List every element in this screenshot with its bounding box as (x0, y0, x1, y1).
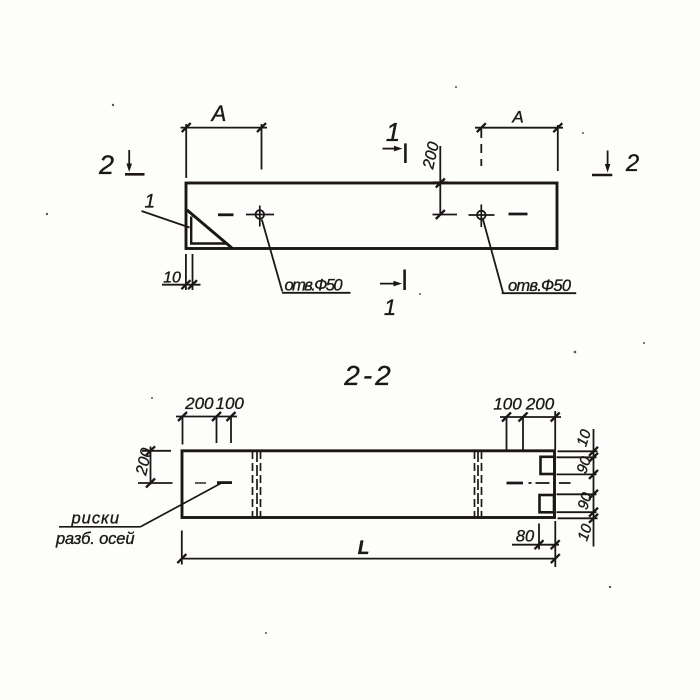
svg-text:10: 10 (163, 270, 181, 287)
svg-text:2: 2 (98, 150, 114, 180)
svg-text:2-2: 2-2 (343, 360, 393, 391)
svg-text:200: 200 (184, 394, 214, 413)
svg-text:10: 10 (575, 521, 597, 543)
svg-text:90: 90 (574, 454, 596, 476)
svg-text:отв.Ф50: отв.Ф50 (285, 277, 344, 295)
svg-text:1: 1 (145, 192, 156, 213)
svg-text:разб. осей: разб. осей (55, 530, 135, 548)
svg-text:80: 80 (516, 528, 535, 546)
svg-text:2: 2 (625, 150, 639, 177)
svg-text:риски: риски (71, 510, 120, 528)
svg-text:200: 200 (133, 447, 156, 478)
svg-text:90: 90 (575, 490, 597, 512)
svg-text:200: 200 (420, 140, 443, 171)
svg-text:100: 100 (493, 395, 522, 414)
svg-text:10: 10 (574, 427, 596, 449)
svg-text:1: 1 (384, 295, 396, 320)
svg-text:A: A (511, 108, 523, 127)
svg-text:отв.Ф50: отв.Ф50 (508, 277, 572, 295)
svg-text:A: A (210, 101, 227, 126)
svg-text:L: L (358, 538, 370, 559)
svg-text:200: 200 (525, 395, 555, 414)
svg-text:100: 100 (216, 394, 245, 413)
svg-text:1: 1 (386, 117, 400, 147)
